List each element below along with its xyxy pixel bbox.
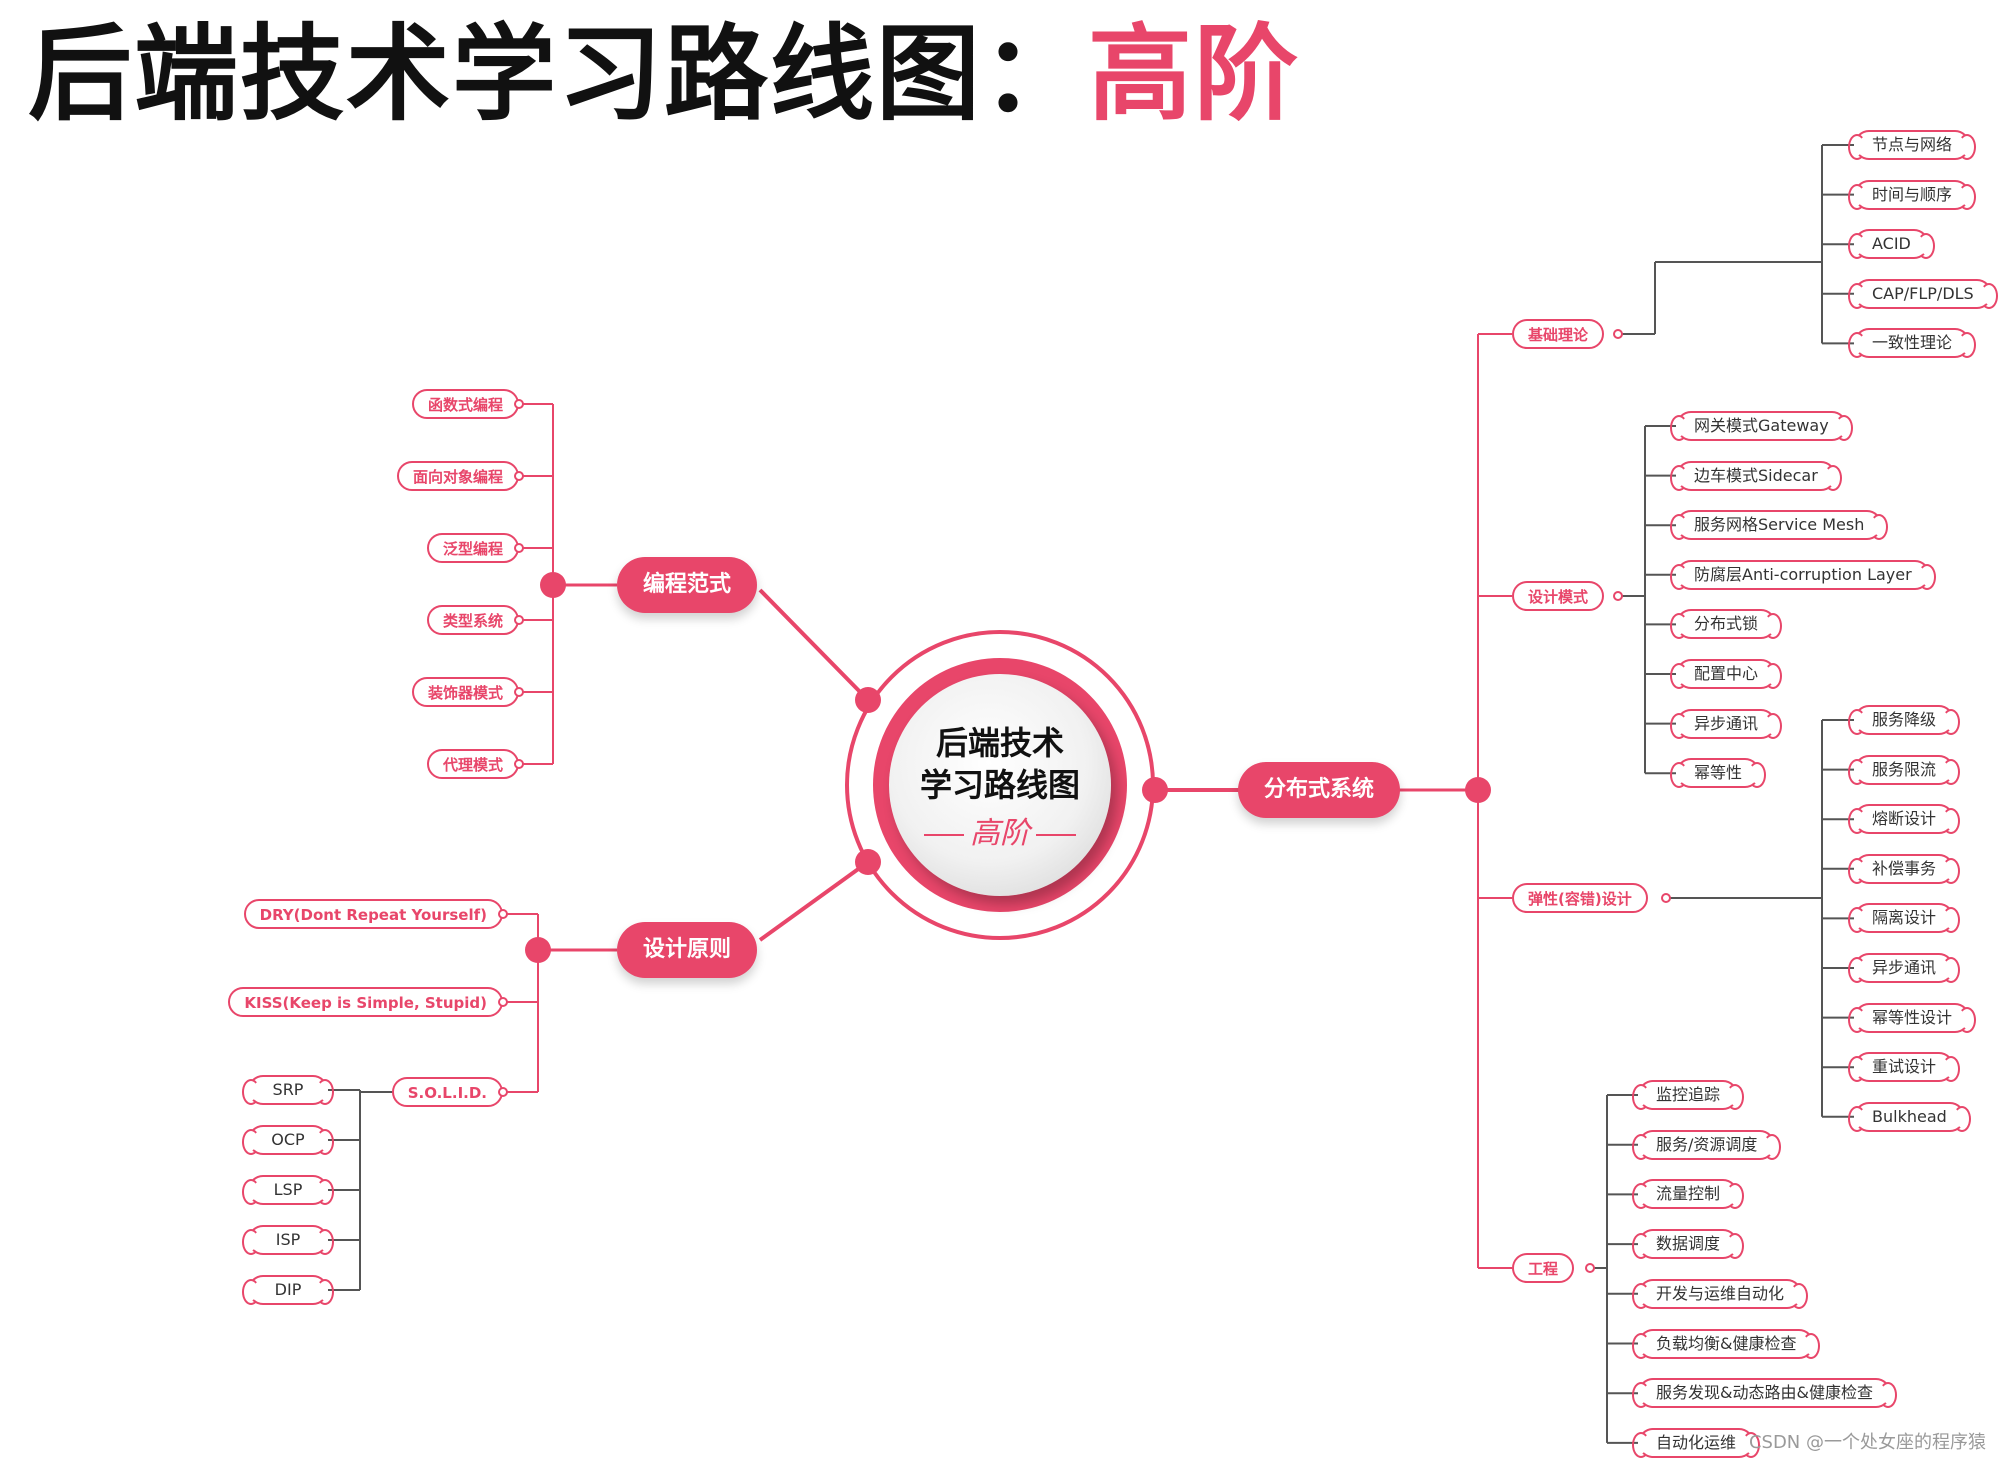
center-face: 后端技术 学习路线图 高阶 xyxy=(889,674,1111,896)
center-subtitle-text: 高阶 xyxy=(970,816,1030,851)
subtitle-bar-left xyxy=(924,833,964,836)
center-node: 后端技术 学习路线图 高阶 xyxy=(845,630,1155,940)
distributed-engineering: 工程 xyxy=(1512,1253,1575,1283)
distributed-resilience-item: 幂等性设计 xyxy=(1847,1002,1977,1033)
distributed-engineering-item: 流量控制 xyxy=(1631,1179,1745,1210)
distributed-patterns-item: 服务网格Service Mesh xyxy=(1669,510,1889,541)
center-link-dot xyxy=(1142,777,1168,803)
sub-dot xyxy=(1613,329,1623,339)
paradigm-item: 函数式编程 xyxy=(411,389,519,419)
sub-dot xyxy=(1585,1263,1595,1273)
paradigm-item: 类型系统 xyxy=(426,605,519,635)
distributed-engineering-item: 服务发现&动态路由&健康检查 xyxy=(1632,1378,1897,1409)
distributed-resilience-item: 服务降级 xyxy=(1847,705,1961,735)
center-title-line2: 学习路线图 xyxy=(919,766,1080,804)
distributed-engineering-item: 数据调度 xyxy=(1631,1229,1745,1260)
branch-dot xyxy=(1465,777,1491,803)
solid-item: ISP xyxy=(242,1225,334,1255)
distributed-theory-item: 时间与顺序 xyxy=(1847,179,1977,210)
center-link-dot xyxy=(855,849,881,875)
solid-item: OCP xyxy=(242,1125,334,1155)
distributed-patterns: 设计模式 xyxy=(1512,581,1605,611)
distributed-resilience-item: 重试设计 xyxy=(1847,1052,1961,1083)
distributed-engineering-item: 监控追踪 xyxy=(1631,1080,1745,1110)
distributed-theory: 基础理论 xyxy=(1512,319,1605,349)
connector-line xyxy=(758,588,870,702)
center-ring: 后端技术 学习路线图 高阶 xyxy=(873,658,1127,912)
center-title-line1: 后端技术 xyxy=(935,724,1064,762)
sub-dot xyxy=(1613,591,1623,601)
distributed-patterns-item: 分布式锁 xyxy=(1669,609,1783,640)
paradigm-item: 泛型编程 xyxy=(426,533,519,563)
distributed-resilience-item: 异步通讯 xyxy=(1847,953,1961,983)
sub-dot xyxy=(514,615,524,625)
center-subtitle: 高阶 xyxy=(889,808,1111,852)
distributed-resilience-item: 服务限流 xyxy=(1847,754,1961,785)
distributed-engineering-item: 自动化运维 xyxy=(1631,1427,1761,1458)
distributed-resilience: 弹性(容错)设计 xyxy=(1512,883,1648,913)
distributed-patterns-item: 边车模式Sidecar xyxy=(1670,460,1842,491)
solid-item: LSP xyxy=(242,1175,334,1205)
sub-dot xyxy=(514,471,524,481)
distributed-patterns-item: 幂等性 xyxy=(1669,758,1767,789)
sub-dot xyxy=(498,909,508,919)
distributed-theory-item: 节点与网络 xyxy=(1847,130,1977,160)
solid-item: SRP xyxy=(242,1075,334,1105)
distributed-engineering-item: 负载均衡&健康检查 xyxy=(1631,1328,1821,1359)
distributed-engineering-item: 开发与运维自动化 xyxy=(1631,1278,1809,1309)
paradigm-item: 装饰器模式 xyxy=(411,677,519,707)
sub-dot xyxy=(1661,893,1671,903)
title-main: 后端技术学习路线图： xyxy=(28,13,1089,135)
branch-dot xyxy=(540,572,566,598)
sub-dot xyxy=(514,759,524,769)
distributed-patterns-item: 配置中心 xyxy=(1669,659,1783,689)
distributed-theory-item: 一致性理论 xyxy=(1847,328,1977,359)
sub-dot xyxy=(514,543,524,553)
distributed-engineering-item: 服务/资源调度 xyxy=(1631,1129,1782,1160)
solid-item: DIP xyxy=(242,1275,334,1305)
subtitle-bar-right xyxy=(1036,833,1076,836)
sub-dot xyxy=(514,687,524,697)
distributed-resilience-item: 隔离设计 xyxy=(1847,903,1961,934)
sub-dot xyxy=(498,1087,508,1097)
distributed-resilience-item: 补偿事务 xyxy=(1847,853,1961,884)
distributed-patterns-item: 网关模式Gateway xyxy=(1670,411,1853,441)
branch-principles: 设计原则 xyxy=(617,922,758,978)
distributed-patterns-item: 防腐层Anti-corruption Layer xyxy=(1670,559,1936,590)
distributed-resilience-item: 熔断设计 xyxy=(1847,804,1961,835)
principle-item: KISS(Keep is Simple, Stupid) xyxy=(228,987,503,1017)
paradigm-item: 面向对象编程 xyxy=(396,461,519,491)
branch-distributed: 分布式系统 xyxy=(1238,762,1401,818)
sub-dot xyxy=(514,399,524,409)
distributed-theory-item: CAP/FLP/DLS xyxy=(1848,278,1998,309)
title-highlight: 高阶 xyxy=(1088,13,1301,135)
solid-node: S.O.L.I.D. xyxy=(391,1077,503,1107)
distributed-patterns-item: 异步通讯 xyxy=(1669,708,1783,739)
distributed-theory-item: ACID xyxy=(1848,229,1935,260)
page-title: 后端技术学习路线图：高阶 xyxy=(28,14,1300,134)
branch-paradigm: 编程范式 xyxy=(617,557,758,613)
center-link-dot xyxy=(855,687,881,713)
sub-dot xyxy=(498,997,508,1007)
distributed-resilience-item: Bulkhead xyxy=(1848,1101,1971,1132)
watermark: CSDN @一个处女座的程序猿 xyxy=(1748,1432,1986,1453)
principle-item: DRY(Dont Repeat Yourself) xyxy=(243,899,503,929)
paradigm-item: 代理模式 xyxy=(426,749,519,779)
branch-dot xyxy=(525,937,551,963)
connector-line xyxy=(758,860,870,942)
